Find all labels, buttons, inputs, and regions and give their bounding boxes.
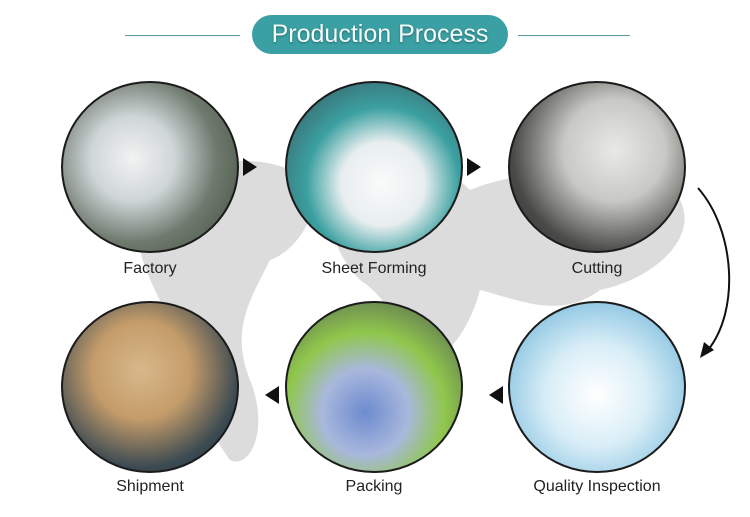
arrow-right-icon	[243, 158, 257, 176]
arrow-left-icon	[265, 386, 279, 404]
title-line-right	[518, 35, 630, 36]
curved-arrow-icon	[697, 187, 731, 358]
arrow-right-icon	[467, 158, 481, 176]
quality-inspection-photo	[508, 301, 686, 473]
step-label-quality-inspection: Quality Inspection	[533, 478, 661, 495]
step-label-cutting: Cutting	[571, 260, 623, 277]
cutting-photo	[508, 81, 686, 253]
step-label-shipment: Shipment	[116, 478, 184, 495]
sheet-forming-photo	[285, 81, 463, 253]
title-line-left	[125, 35, 240, 36]
arrow-left-icon	[489, 386, 503, 404]
packing-photo	[285, 301, 463, 473]
page-title: Production Process	[252, 15, 508, 54]
step-label-factory: Factory	[123, 260, 177, 277]
step-label-packing: Packing	[345, 478, 403, 495]
step-label-sheet-forming: Sheet Forming	[321, 260, 427, 277]
shipment-photo	[61, 301, 239, 473]
factory-photo	[61, 81, 239, 253]
